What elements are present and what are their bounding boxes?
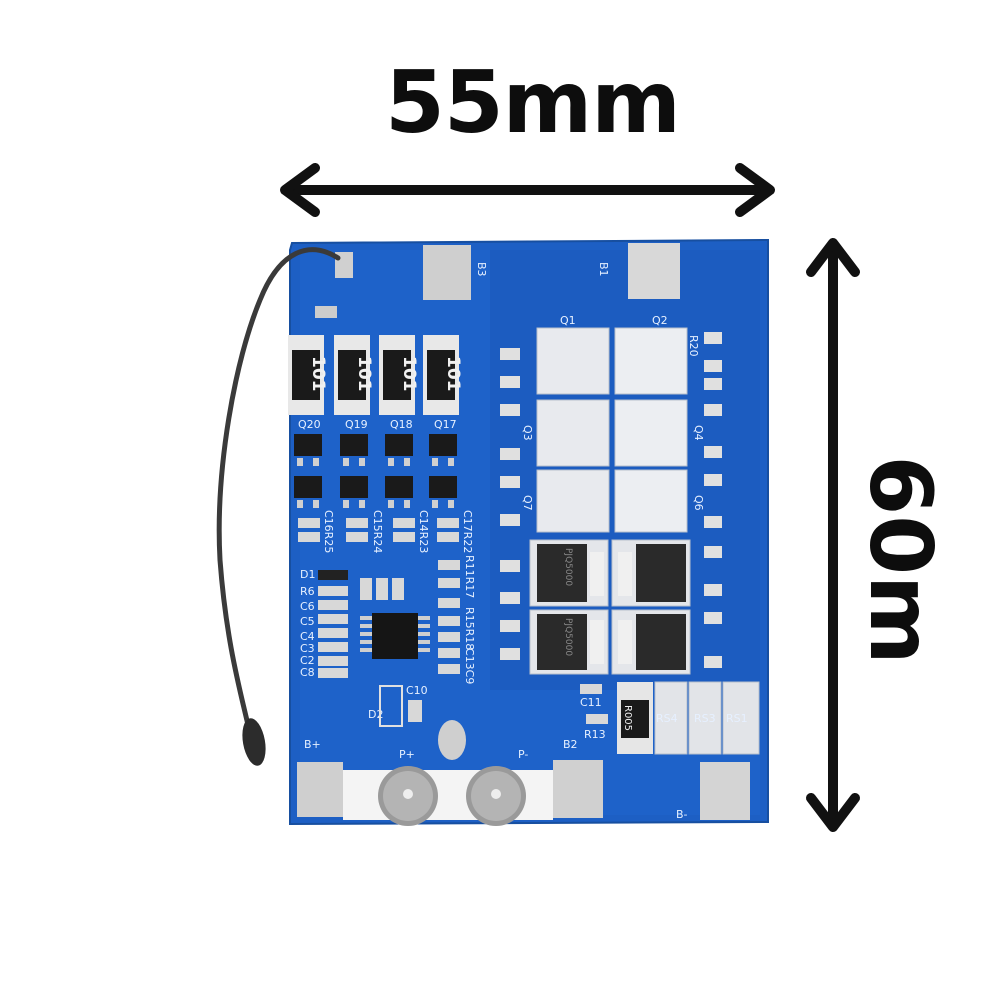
label-q18: Q18 (390, 418, 413, 431)
resistor-3-label: 101 (399, 356, 419, 392)
resistor-2-label: 101 (354, 356, 374, 392)
label-q20: Q20 (298, 418, 321, 431)
label-r6: R6 (300, 585, 315, 598)
smd-r13 (586, 714, 608, 724)
label-c1722: C17R22 (461, 510, 474, 553)
smd-c11 (580, 684, 602, 694)
mosfet-marking-2: PJQ5000 (563, 618, 573, 656)
sot-transistors (294, 434, 457, 498)
label-r15r18: R15R18 (463, 607, 476, 650)
resistor-2: 101 (334, 335, 374, 415)
resistor-4: 101 (423, 335, 463, 415)
diode-d2 (379, 685, 403, 727)
label-q19: Q19 (345, 418, 368, 431)
label-c1524: C15R24 (371, 510, 384, 553)
label-r005: R005 (622, 705, 633, 731)
label-d2: D2 (368, 708, 383, 721)
resistor-3: 101 (379, 335, 419, 415)
label-c5: C5 (300, 615, 315, 628)
label-q4: Q4 (692, 425, 705, 441)
width-arrow (280, 163, 775, 217)
capacitor-row (298, 518, 459, 542)
label-c1423: C14R23 (417, 510, 430, 553)
power-mosfets (529, 539, 691, 675)
label-q7: Q7 (521, 495, 534, 511)
label-q2: Q2 (652, 314, 668, 327)
smd-column-left (318, 570, 348, 678)
shunt-resistors (617, 681, 760, 755)
resistor-bank: 101 101 101 101 (288, 335, 463, 415)
label-c3: C3 (300, 642, 315, 655)
protection-ic (360, 613, 430, 659)
smd-c10 (408, 700, 422, 722)
label-b-minus: B- (676, 808, 688, 821)
mosfet-marking-1: PJQ5000 (563, 548, 573, 586)
gate-pads (500, 332, 722, 668)
label-c2: C2 (300, 654, 315, 667)
pad-b1 (628, 243, 680, 299)
thermistor-wire (216, 247, 341, 728)
label-q3: Q3 (521, 425, 534, 441)
label-c1625: C16R25 (322, 510, 335, 553)
label-r20: R20 (687, 335, 700, 357)
label-rs4: RS4 (656, 712, 678, 725)
label-d1: D1 (300, 568, 315, 581)
label-q6: Q6 (692, 495, 705, 511)
test-pad (438, 720, 466, 760)
label-r11r17: R11R17 (463, 555, 476, 598)
width-dimension-label: 55mm (385, 53, 681, 153)
resistor-1: 101 (288, 335, 328, 415)
label-c4: C4 (300, 630, 315, 643)
p-minus-terminal (466, 766, 526, 826)
mosfet-pad-grid (536, 327, 688, 533)
smd-column-right (438, 560, 460, 674)
label-c8: C8 (300, 666, 315, 679)
label-q17: Q17 (434, 418, 457, 431)
label-c13c9: C13C9 (463, 648, 476, 684)
resistor-1-label: 101 (308, 356, 328, 392)
label-b3: B3 (475, 262, 488, 277)
p-plus-terminal (378, 766, 438, 826)
pad-b2 (553, 760, 603, 818)
height-arrow (806, 238, 860, 832)
label-c6: C6 (300, 600, 315, 613)
resistor-4-label: 101 (443, 356, 463, 392)
thermistor-bead (242, 718, 266, 766)
label-rs3: RS3 (694, 712, 716, 725)
resistor-pack (360, 578, 404, 600)
smd-pad (315, 306, 337, 318)
label-q1: Q1 (560, 314, 576, 327)
pad-b-minus (700, 762, 750, 820)
label-b-plus: B+ (304, 738, 321, 751)
label-rs1: RS1 (726, 712, 748, 725)
label-c10: C10 (406, 684, 428, 697)
label-b2: B2 (563, 738, 578, 751)
label-p-plus: P+ (399, 748, 415, 761)
label-b1: B1 (597, 262, 610, 277)
label-c11: C11 (580, 696, 602, 709)
label-r13: R13 (584, 728, 606, 741)
pad-b-plus (297, 762, 343, 817)
label-p-minus: P- (518, 748, 528, 761)
pad-b3 (423, 245, 471, 300)
